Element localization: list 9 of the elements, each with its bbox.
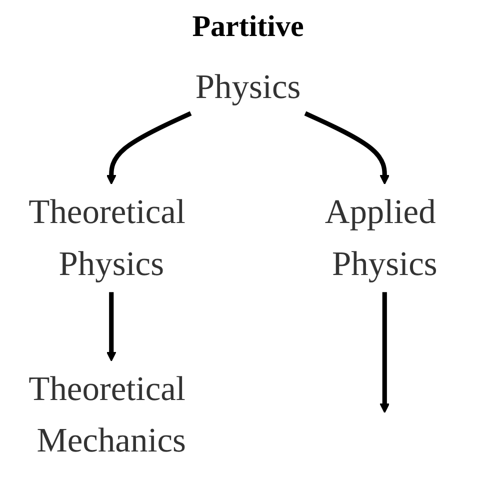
node-label: Theoretical Mechanics	[28, 369, 187, 462]
node-label: Physics	[195, 67, 301, 108]
arrow	[106, 111, 192, 185]
diagram-title: Partitive	[191, 10, 305, 44]
arrow	[304, 111, 390, 185]
arrow	[106, 292, 116, 362]
node-label: Theoretical Physics	[28, 192, 186, 285]
node-label: Applied Physics	[324, 192, 438, 285]
arrow	[380, 292, 390, 414]
